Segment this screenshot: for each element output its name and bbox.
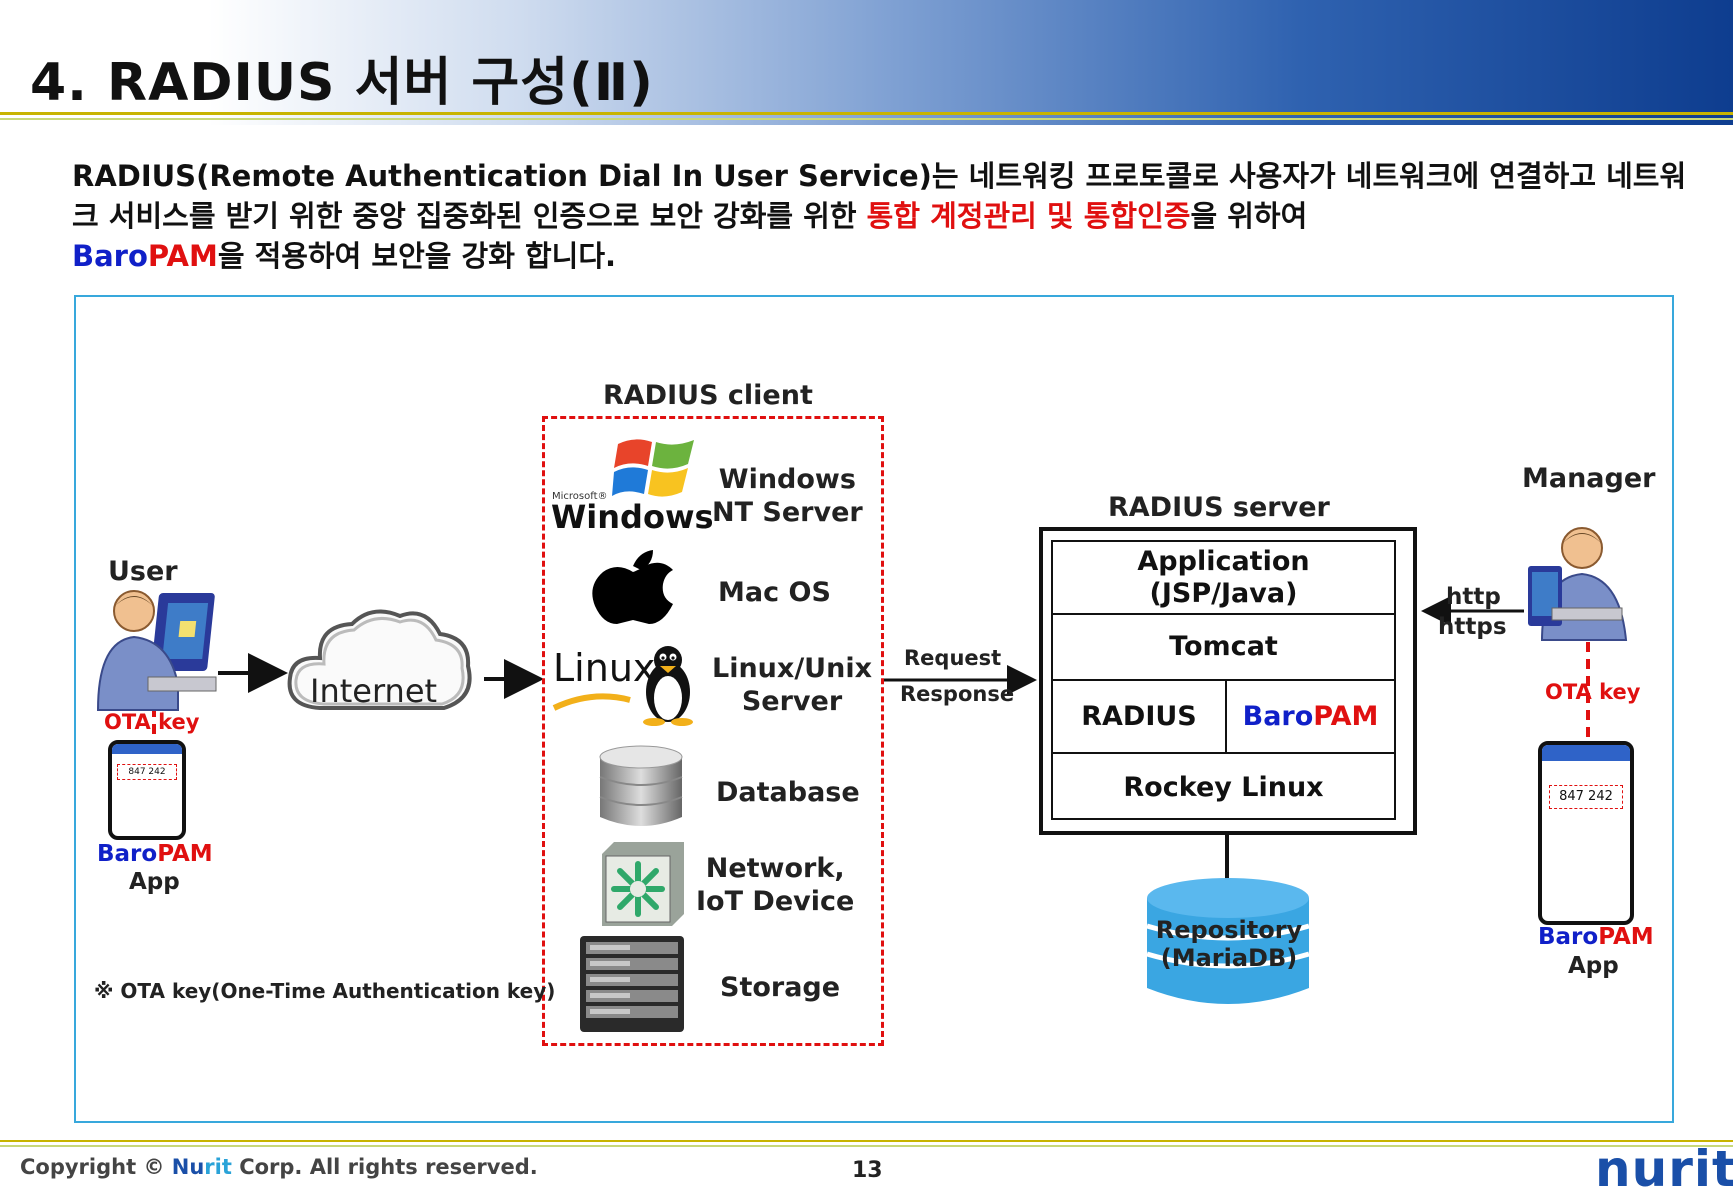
client-item-storage: Storage [720, 972, 841, 1003]
user-phone-otp: 847 242 [117, 764, 177, 780]
windows-flag-icon [612, 439, 694, 497]
server-module-radius: RADIUS [1053, 681, 1227, 752]
ota-footnote: ※ OTA key(One-Time Authentication key) [94, 979, 556, 1003]
request-label: Request [904, 646, 1002, 670]
tux-penguin-icon [643, 646, 693, 726]
repository-cylinder-icon [1146, 878, 1310, 1004]
user-computer-icon [96, 590, 217, 711]
linux-swoosh-icon [552, 693, 631, 711]
server-layer-tomcat: Tomcat [1053, 615, 1394, 681]
title-banner [0, 0, 1733, 125]
nurit-logo: nurit [1595, 1140, 1733, 1198]
intro-text-1: RADIUS(Remote Authentication Dial In Use… [72, 159, 1687, 233]
intro-highlight: 통합 계정관리 및 통합인증 [866, 199, 1191, 233]
manager-phone-otp: 847 242 [1549, 785, 1623, 809]
intro-text-3: 을 적용하여 보안을 강화 합니다. [217, 239, 617, 273]
footer-divider-secondary [0, 1145, 1733, 1147]
radius-server-box [1039, 527, 1417, 835]
radius-server-stack: Application(JSP/Java) Tomcat RADIUS Baro… [1051, 540, 1396, 820]
network-switch-icon [602, 842, 684, 926]
title-divider-secondary [0, 118, 1733, 120]
repository-label: Repository(MariaDB) [1155, 916, 1303, 972]
client-item-database: Database [716, 777, 860, 808]
page-title: 4. RADIUS 서버 구성(Ⅱ) [30, 53, 654, 113]
internet-label: Internet [310, 672, 438, 710]
server-layer-application: Application(JSP/Java) [1053, 542, 1394, 615]
internet-cloud-icon [287, 609, 472, 710]
windows-logo-text: Windows [551, 498, 714, 536]
manager-ota-label: OTA key [1545, 680, 1641, 704]
intro-brand-baro: Baro [72, 239, 148, 273]
footer-divider [0, 1140, 1733, 1142]
user-app-suffix: App [129, 869, 180, 895]
client-item-network: Network,IoT Device [696, 853, 855, 917]
manager-computer-icon [1528, 527, 1628, 641]
intro-paragraph: RADIUS(Remote Authentication Dial In Use… [72, 156, 1692, 276]
radius-client-title: RADIUS client [603, 380, 813, 411]
linux-logo-text: Linux [553, 646, 656, 690]
database-icon [599, 745, 683, 826]
apple-icon [592, 550, 673, 624]
manager-https-label: https [1438, 614, 1507, 640]
intro-brand-pam: PAM [147, 239, 218, 273]
manager-app-label: BaroPAM [1538, 924, 1654, 950]
page-number: 13 [852, 1158, 883, 1183]
storage-rack-icon [580, 936, 684, 1032]
user-ota-label: OTA key [104, 710, 200, 734]
client-item-macos: Mac OS [718, 577, 831, 608]
server-layer-os: Rockey Linux [1123, 772, 1324, 803]
manager-phone-icon: 847 242 [1538, 741, 1634, 925]
radius-server-title: RADIUS server [1108, 492, 1330, 523]
user-app-label: BaroPAM [97, 841, 213, 867]
user-label: User [108, 556, 178, 587]
intro-text-2: 을 위하여 [1190, 199, 1308, 233]
title-divider [0, 112, 1733, 115]
user-phone-icon: 847 242 [108, 740, 186, 840]
diagram-frame [74, 295, 1674, 1123]
footer-copyright: Copyright © Nurit Corp. All rights reser… [20, 1155, 538, 1179]
response-label: Response [900, 682, 1015, 706]
manager-http-label: http [1446, 584, 1501, 610]
manager-label: Manager [1522, 463, 1656, 494]
radius-client-box [542, 416, 884, 1046]
windows-logo-small: Microsoft® [552, 491, 608, 502]
manager-app-suffix: App [1568, 953, 1619, 979]
